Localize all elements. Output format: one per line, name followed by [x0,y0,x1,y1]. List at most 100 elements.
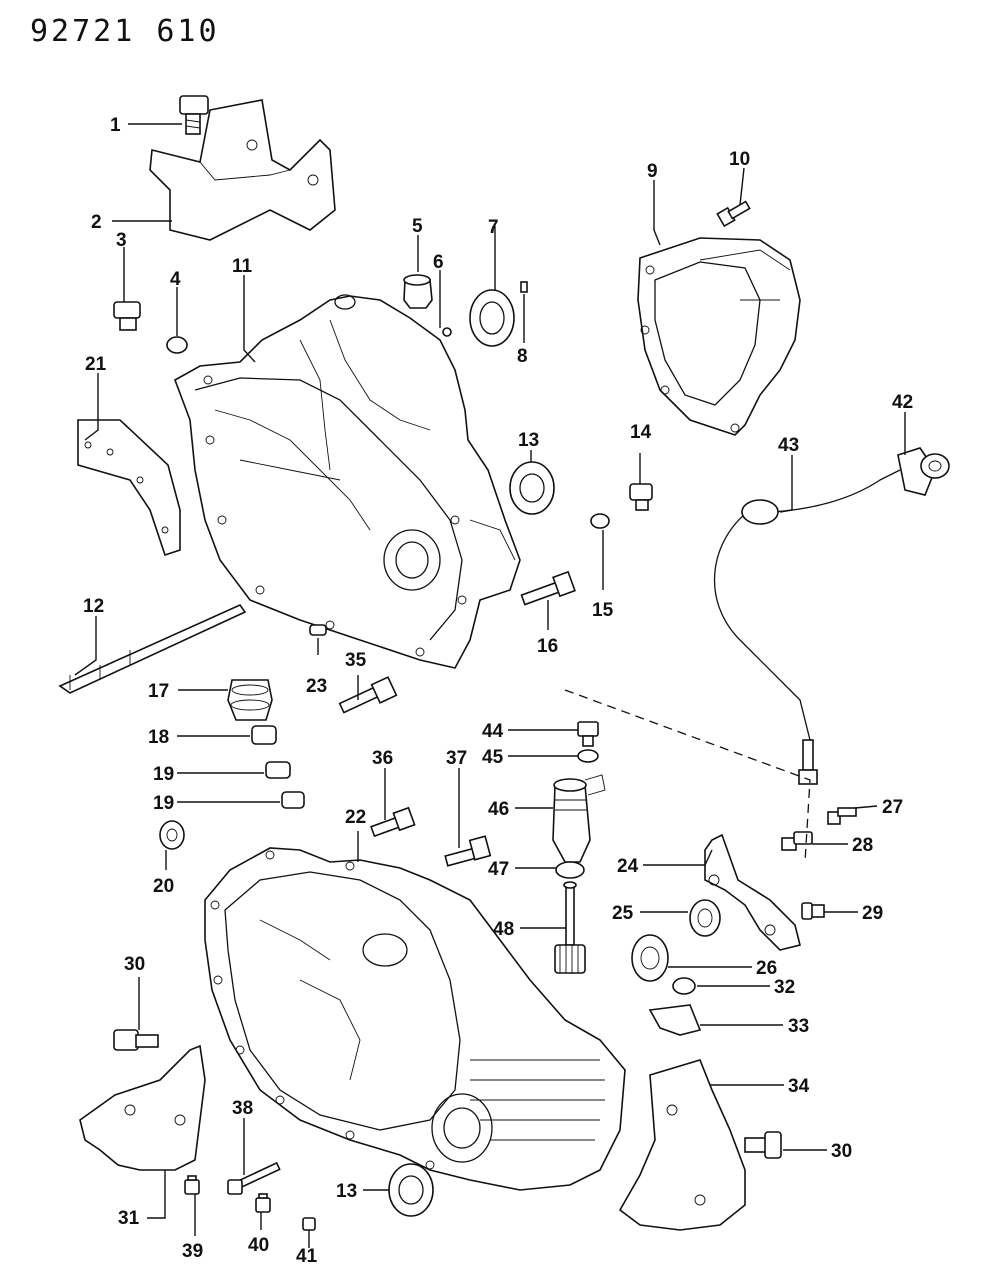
sleeve-46 [552,774,606,863]
callout-43: 43 [778,435,799,456]
oil-seal-13-lower [388,1163,434,1217]
callout-11: 11 [232,256,253,277]
callout-41: 41 [296,1246,318,1267]
callout-20: 20 [153,876,174,897]
bolt-36 [370,806,416,838]
callout-26: 26 [756,958,777,979]
gasket-15 [590,513,610,529]
callout-39: 39 [182,1241,203,1262]
boot-17 [227,679,273,721]
callout-7: 7 [488,217,499,238]
callout-32: 32 [774,977,795,998]
bolt-1 [179,95,209,135]
bolt-29 [801,902,825,920]
bolt-35 [338,676,398,714]
callout-1: 1 [110,115,121,136]
callout-18: 18 [148,727,169,748]
drain-plug-3 [113,301,141,331]
bushing-19-b [281,791,305,809]
bolt-37 [444,835,492,867]
callout-47: 47 [488,859,509,880]
callout-28: 28 [852,835,873,856]
callout-19-b: 19 [153,793,174,814]
bolt-30-left [113,1029,159,1051]
rear-cover [637,237,801,436]
callout-40: 40 [248,1235,269,1256]
callout-17: 17 [148,681,169,702]
assembly-dashed-line [564,689,811,863]
plug-32 [672,977,696,995]
callout-8: 8 [517,346,528,367]
callout-37: 37 [446,748,467,769]
callout-44: 44 [482,721,504,742]
bushing-18 [251,725,277,745]
callout-10: 10 [729,149,750,170]
callout-30-left: 30 [124,954,145,975]
seal-20 [159,820,185,850]
pin-23 [309,624,327,636]
callout-46: 46 [488,799,509,820]
callout-36: 36 [372,748,393,769]
oil-seal-7 [469,289,515,347]
speedometer-cable-43 [713,469,901,785]
bolt-28 [781,831,813,851]
callout-13-lower: 13 [336,1181,357,1202]
bolt-40 [255,1193,271,1213]
callout-45: 45 [482,747,504,768]
washer-45 [577,749,599,763]
bushing-19-a [265,761,291,779]
callout-9: 9 [647,161,658,182]
callout-21: 21 [85,354,107,375]
callout-15: 15 [592,600,614,621]
vehicle-speed-sensor-42 [897,447,950,496]
callout-6: 6 [433,252,444,273]
o-ring-47 [555,861,585,879]
bolt-27 [827,807,857,825]
callout-16: 16 [537,636,558,657]
plug-14 [629,483,653,511]
callout-14: 14 [630,422,652,443]
callout-38: 38 [232,1098,253,1119]
callout-3: 3 [116,230,127,251]
callout-12: 12 [83,596,104,617]
guide-12 [58,604,247,694]
oil-seal-25 [689,899,721,937]
bracket-34 [618,1059,746,1231]
bolt-44 [577,721,599,747]
cover-plate-21 [77,419,181,557]
callout-30-right: 30 [831,1141,852,1162]
bolt-39 [184,1175,200,1195]
bracket-31 [79,1044,206,1171]
diagram-reference-number: 92721 610 [30,14,220,49]
pin-6 [442,327,452,337]
bolt-41 [302,1217,316,1231]
callout-34: 34 [788,1076,810,1097]
callout-19-a: 19 [153,764,174,785]
leader-lines [74,123,906,1248]
callout-27: 27 [882,797,903,818]
callout-labels: 1 2 3 4 5 6 7 8 9 10 11 21 12 13 14 15 1… [83,115,913,1267]
bolt-30-right [744,1131,782,1159]
callout-31: 31 [118,1208,140,1229]
driven-gear-48 [554,881,586,974]
bushing-5 [403,274,433,309]
callout-5: 5 [412,216,423,237]
cover-26 [631,934,669,982]
callout-23: 23 [306,676,327,697]
callout-48: 48 [493,919,514,940]
callout-13-upper: 13 [518,430,539,451]
callout-24: 24 [617,856,639,877]
bracket-24 [704,833,801,951]
clip-33 [648,1004,702,1036]
callout-4: 4 [170,269,181,290]
callout-42: 42 [892,392,913,413]
callout-33: 33 [788,1016,809,1037]
callout-29: 29 [862,903,883,924]
callout-22: 22 [345,807,366,828]
oil-seal-13-upper [509,461,555,515]
transmission-case-lower [204,847,626,1191]
gasket-4 [166,336,188,354]
dowel-8 [520,281,528,293]
